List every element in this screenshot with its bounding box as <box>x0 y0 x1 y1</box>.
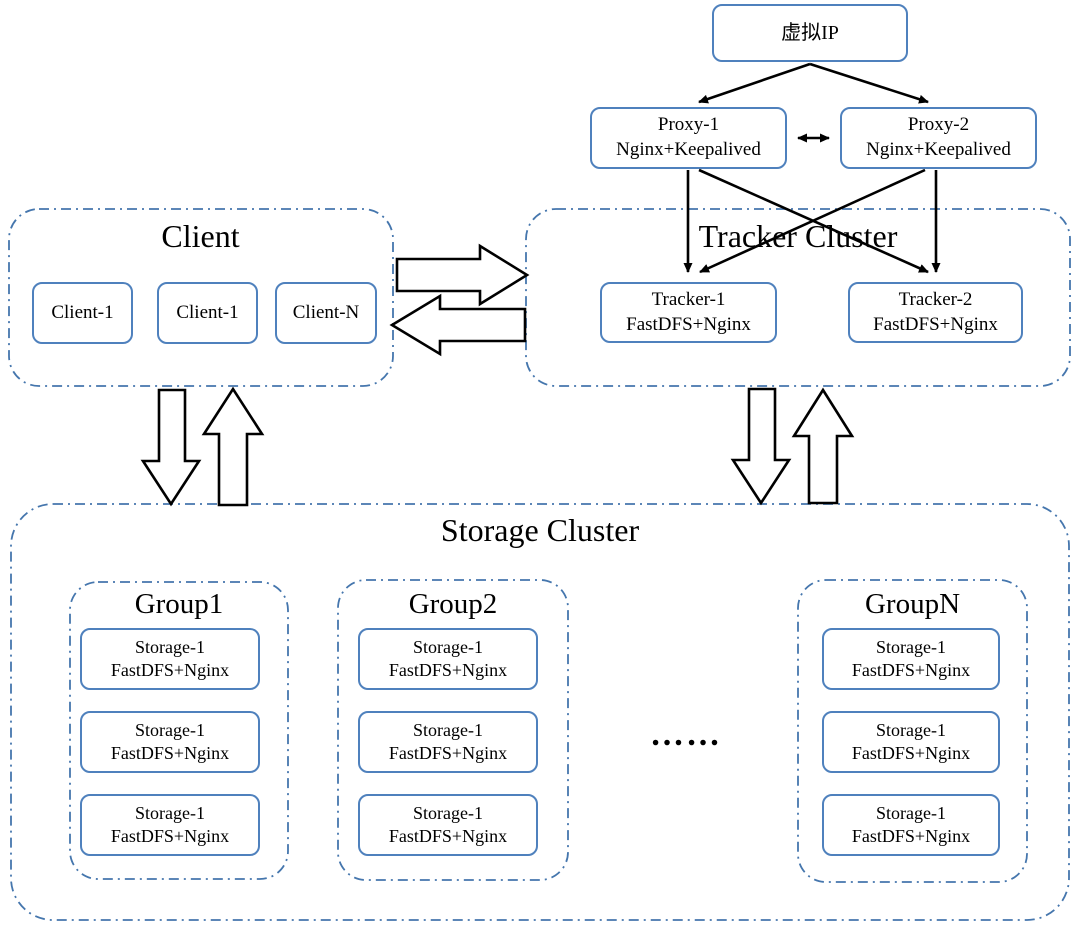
groups-ellipsis: …… <box>650 716 722 753</box>
virtual-ip-label: 虚拟IP <box>781 22 839 44</box>
client-node-n: Client-N <box>275 282 377 344</box>
client-1-label: Client-1 <box>51 301 114 323</box>
block-arrow-storage-to-client <box>201 386 265 507</box>
storage-stack: FastDFS+Nginx <box>388 826 508 846</box>
tracker-2-stack: FastDFS+Nginx <box>873 313 998 335</box>
proxy-2-node: Proxy-2 Nginx+Keepalived <box>840 107 1037 169</box>
client-node-2: Client-1 <box>157 282 258 344</box>
storage-stack: FastDFS+Nginx <box>110 660 230 680</box>
storage-name: Storage-1 <box>135 802 205 823</box>
storage-stack: FastDFS+Nginx <box>110 743 230 763</box>
storage-stack: FastDFS+Nginx <box>851 826 971 846</box>
proxy-1-name: Proxy-1 <box>657 114 720 136</box>
block-arrow-storage-to-tracker <box>791 387 855 505</box>
arrow-vip-to-proxy-2 <box>809 62 929 104</box>
group2-storage-node-3: Storage-1 FastDFS+Nginx <box>358 794 538 856</box>
group1-storage-node-1: Storage-1 FastDFS+Nginx <box>80 628 260 690</box>
storage-stack: FastDFS+Nginx <box>851 660 971 680</box>
groupn-storage-node-2: Storage-1 FastDFS+Nginx <box>822 711 1000 773</box>
client-2-label: Client-1 <box>176 301 239 323</box>
virtual-ip-node: 虚拟IP <box>712 4 908 62</box>
groupn-storage-node-1: Storage-1 FastDFS+Nginx <box>822 628 1000 690</box>
proxy-2-name: Proxy-2 <box>907 114 970 136</box>
proxy-2-stack: Nginx+Keepalived <box>866 139 1011 160</box>
storage-name: Storage-1 <box>413 802 483 823</box>
group1-storage-node-3: Storage-1 FastDFS+Nginx <box>80 794 260 856</box>
tracker-2-name: Tracker-2 <box>898 288 973 310</box>
group-n-title: GroupN <box>864 588 961 620</box>
storage-name: Storage-1 <box>876 802 946 823</box>
proxy-1-node: Proxy-1 Nginx+Keepalived <box>590 107 787 169</box>
storage-name: Storage-1 <box>413 636 483 657</box>
block-arrow-tracker-to-storage <box>730 387 792 506</box>
storage-name: Storage-1 <box>135 636 205 657</box>
groupn-storage-node-3: Storage-1 FastDFS+Nginx <box>822 794 1000 856</box>
arrow-vip-to-proxy-1 <box>698 62 811 104</box>
storage-name: Storage-1 <box>876 636 946 657</box>
storage-cluster-title: Storage Cluster <box>440 512 640 548</box>
block-arrow-client-to-storage <box>140 388 202 507</box>
storage-name: Storage-1 <box>135 719 205 740</box>
group2-storage-node-1: Storage-1 FastDFS+Nginx <box>358 628 538 690</box>
tracker-1-node: Tracker-1 FastDFS+Nginx <box>600 282 777 343</box>
group2-storage-node-2: Storage-1 FastDFS+Nginx <box>358 711 538 773</box>
storage-stack: FastDFS+Nginx <box>851 743 971 763</box>
group1-storage-node-2: Storage-1 FastDFS+Nginx <box>80 711 260 773</box>
block-arrow-tracker-to-client <box>389 293 527 357</box>
tracker-1-stack: FastDFS+Nginx <box>626 313 751 335</box>
storage-name: Storage-1 <box>413 719 483 740</box>
client-n-label: Client-N <box>292 301 360 323</box>
group-1-title: Group1 <box>134 588 224 620</box>
tracker-cluster-title: Tracker Cluster <box>698 218 898 254</box>
client-cluster-title: Client <box>161 218 240 254</box>
proxy-1-stack: Nginx+Keepalived <box>616 139 761 160</box>
storage-stack: FastDFS+Nginx <box>388 660 508 680</box>
storage-stack: FastDFS+Nginx <box>110 826 230 846</box>
tracker-1-name: Tracker-1 <box>651 288 726 310</box>
storage-stack: FastDFS+Nginx <box>388 743 508 763</box>
client-node-1: Client-1 <box>32 282 133 344</box>
storage-name: Storage-1 <box>876 719 946 740</box>
block-arrow-client-to-tracker <box>395 243 530 307</box>
tracker-2-node: Tracker-2 FastDFS+Nginx <box>848 282 1023 343</box>
group-2-title: Group2 <box>408 588 498 620</box>
